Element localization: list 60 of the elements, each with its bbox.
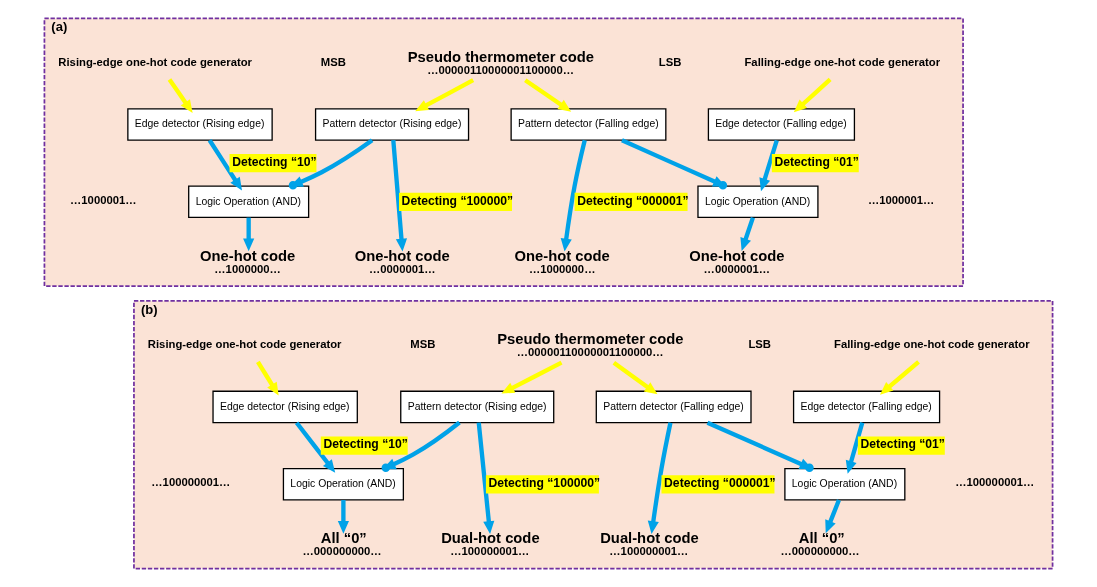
node-box: Edge detector (Falling edge) xyxy=(707,108,856,141)
edge-label: Detecting “01” xyxy=(860,437,945,452)
node-box: Edge detector (Rising edge) xyxy=(127,108,273,141)
node-box: Pattern detector (Falling edge) xyxy=(595,390,752,424)
arrow xyxy=(207,139,242,191)
edge-label: Detecting “10” xyxy=(232,154,317,169)
label: …1000001… xyxy=(867,193,935,206)
arrow xyxy=(880,360,920,395)
node-text: One-hot code …0000001… xyxy=(354,247,450,275)
node-text: Falling-edge one-hot code generator xyxy=(834,338,1030,351)
arrow xyxy=(740,216,755,251)
node-text: Rising-edge one-hot code generator xyxy=(147,338,342,351)
label: LSB xyxy=(658,55,682,68)
node-text: Dual-hot code …100000001… xyxy=(441,530,540,558)
node-text: All “0” …000000000… xyxy=(780,530,860,558)
node-box: Logic Operation (AND) xyxy=(697,185,819,219)
edge-label: Detecting “10” xyxy=(323,437,408,452)
label: …100000001… xyxy=(151,476,231,489)
edge-label: Detecting “000001” xyxy=(577,193,689,208)
node-box: Pattern detector (Falling edge) xyxy=(510,108,667,141)
arrow xyxy=(294,421,336,473)
arrow xyxy=(256,360,279,396)
node-text: Dual-hot code …100000001… xyxy=(600,530,699,558)
node-box: Logic Operation (AND) xyxy=(188,185,310,219)
edge-label: Detecting “01” xyxy=(774,154,859,169)
node-text: One-hot code …0000001… xyxy=(689,247,785,275)
arrow xyxy=(167,78,193,113)
arrow xyxy=(845,422,865,474)
label: …100000001… xyxy=(955,476,1035,489)
label: …1000001… xyxy=(70,193,137,206)
arrow xyxy=(647,422,673,534)
node-text: Pseudo thermometer code …00000110000001100000… xyxy=(497,330,684,358)
node-box: Logic Operation (AND) xyxy=(784,467,906,501)
arrow xyxy=(391,140,408,252)
arrow xyxy=(612,361,658,395)
arrow xyxy=(476,422,495,534)
arrow xyxy=(825,499,841,534)
arrow xyxy=(759,139,779,192)
label: MSB xyxy=(320,55,346,68)
node-box: Edge detector (Rising edge) xyxy=(212,390,358,424)
node-box: Edge detector (Falling edge) xyxy=(792,390,941,424)
arrow xyxy=(501,360,563,394)
label: MSB xyxy=(410,338,436,351)
arrow xyxy=(793,77,832,113)
node-box: Pattern detector (Rising edge) xyxy=(400,390,555,424)
node-text: All “0” …000000000… xyxy=(302,530,382,558)
arrow xyxy=(243,217,255,252)
arrow xyxy=(524,78,572,112)
node-text: Rising-edge one-hot code generator xyxy=(58,55,253,68)
arrow xyxy=(415,78,475,112)
node-text: Pseudo thermometer code …00000110000001100000… xyxy=(407,48,594,76)
label: LSB xyxy=(748,338,771,351)
arrow xyxy=(560,139,587,252)
node-box: Logic Operation (AND) xyxy=(282,467,404,501)
node-text: Falling-edge one-hot code generator xyxy=(744,55,941,68)
node-text: One-hot code …1000000… xyxy=(200,247,296,275)
arrow xyxy=(337,500,349,534)
edge-label: Detecting “000001” xyxy=(664,476,776,491)
node-box: Pattern detector (Rising edge) xyxy=(314,108,470,141)
node-text: One-hot code …1000000… xyxy=(514,247,610,275)
